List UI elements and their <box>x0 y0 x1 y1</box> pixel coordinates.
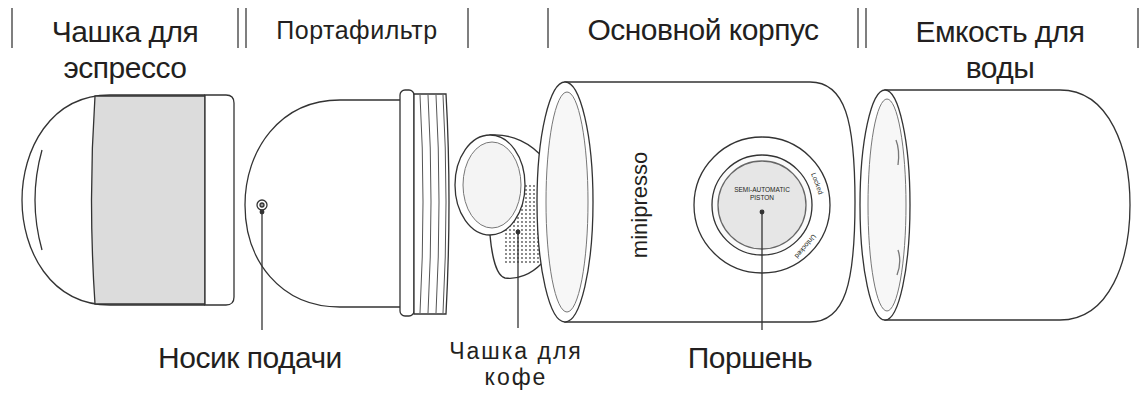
part-name: Чашка для эспрессо <box>18 14 233 86</box>
portafilter <box>245 90 449 316</box>
part-name: Основной корпус <box>553 12 853 48</box>
piston-marking: Unlocked <box>793 232 819 260</box>
water-tank <box>860 90 1130 320</box>
callout-label: Поршень <box>650 340 850 376</box>
leader-lines <box>260 210 764 330</box>
part-name: Портафильтр <box>250 15 465 45</box>
espresso-cup <box>22 95 234 305</box>
callout-label: Чашка для кофе <box>431 338 601 390</box>
callout-label: Носик подачи <box>135 340 365 376</box>
piston-marking: Locked <box>809 171 825 195</box>
piston-marking: SEMI-AUTOMATIC PISTON <box>726 186 798 202</box>
part-name: Емкость для воды <box>885 14 1115 86</box>
brand-logo: minipresso <box>627 152 653 258</box>
main-body <box>537 82 855 322</box>
